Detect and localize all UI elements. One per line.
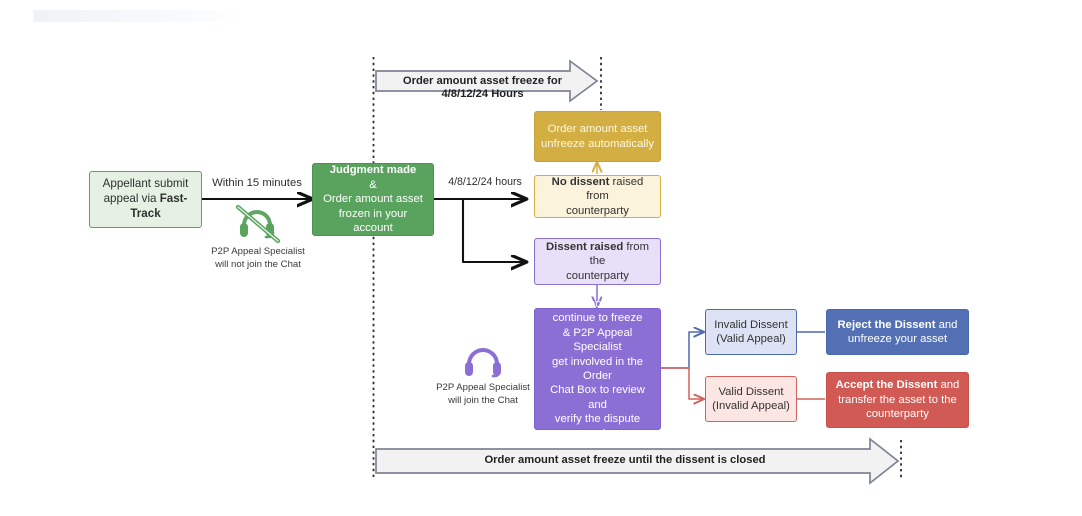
node-freeze-continue-specialist[interactable]: Order amount asset continue to freeze & … [534, 298, 661, 440]
node-accept-dissent[interactable]: Accept the Dissent and transfer the asse… [826, 372, 969, 428]
node-no-dissent-text: No dissent raised from counterparty [551, 175, 644, 217]
bottom-banner-label: Order amount asset freeze until the diss… [484, 454, 766, 466]
node-valid-dissent-text: Valid Dissent (Invalid Appeal) [712, 385, 790, 412]
watermark-strip [33, 10, 243, 22]
node-unfreeze-automatically[interactable]: Order amount asset unfreeze automaticall… [534, 111, 661, 162]
node-dissent-raised[interactable]: Dissent raised from the counterparty [534, 238, 661, 285]
node-accept-dissent-text: Accept the Dissent and transfer the asse… [835, 379, 960, 421]
node-invalid-dissent-text: Invalid Dissent (Valid Appeal) [714, 318, 788, 345]
headset-icon [459, 342, 507, 382]
edge-freeze-to-valid [661, 367, 704, 399]
caption-specialist-not-join: P2P Appeal Specialist will not join the … [211, 246, 305, 270]
headset-muted-icon [232, 199, 284, 244]
node-invalid-dissent[interactable]: Invalid Dissent (Valid Appeal) [705, 309, 797, 355]
node-unfreeze-text: Order amount asset unfreeze automaticall… [540, 123, 655, 150]
node-appellant-submit[interactable]: Appellant submit appeal via Fast-Track [89, 171, 202, 228]
node-judgment-made[interactable]: Judgment made & Order amount asset froze… [312, 163, 434, 236]
node-reject-dissent-text: Reject the Dissent and unfreeze your ass… [837, 318, 958, 345]
top-banner-label: Order amount asset freeze for 4/8/12/24 … [402, 75, 563, 101]
edge-freeze-to-invalid [661, 332, 704, 369]
node-judgment-text: Judgment made & Order amount asset froze… [323, 164, 423, 235]
caption-specialist-join: P2P Appeal Specialist will join the Chat [436, 382, 530, 406]
node-valid-dissent[interactable]: Valid Dissent (Invalid Appeal) [705, 376, 797, 422]
edge-label-within-15-minutes: Within 15 minutes [212, 177, 302, 189]
edge-judgment-to-dissent-raised [461, 199, 526, 262]
node-no-dissent[interactable]: No dissent raised from counterparty [534, 175, 661, 218]
node-dissent-raised-text: Dissent raised from the counterparty [546, 240, 649, 282]
node-appellant-text: Appellant submit appeal via Fast-Track [102, 177, 189, 220]
edge-label-4-8-12-24-hours: 4/8/12/24 hours [448, 176, 522, 188]
node-freeze-continue-text: Order amount asset continue to freeze & … [547, 297, 648, 440]
node-reject-dissent[interactable]: Reject the Dissent and unfreeze your ass… [826, 309, 969, 355]
